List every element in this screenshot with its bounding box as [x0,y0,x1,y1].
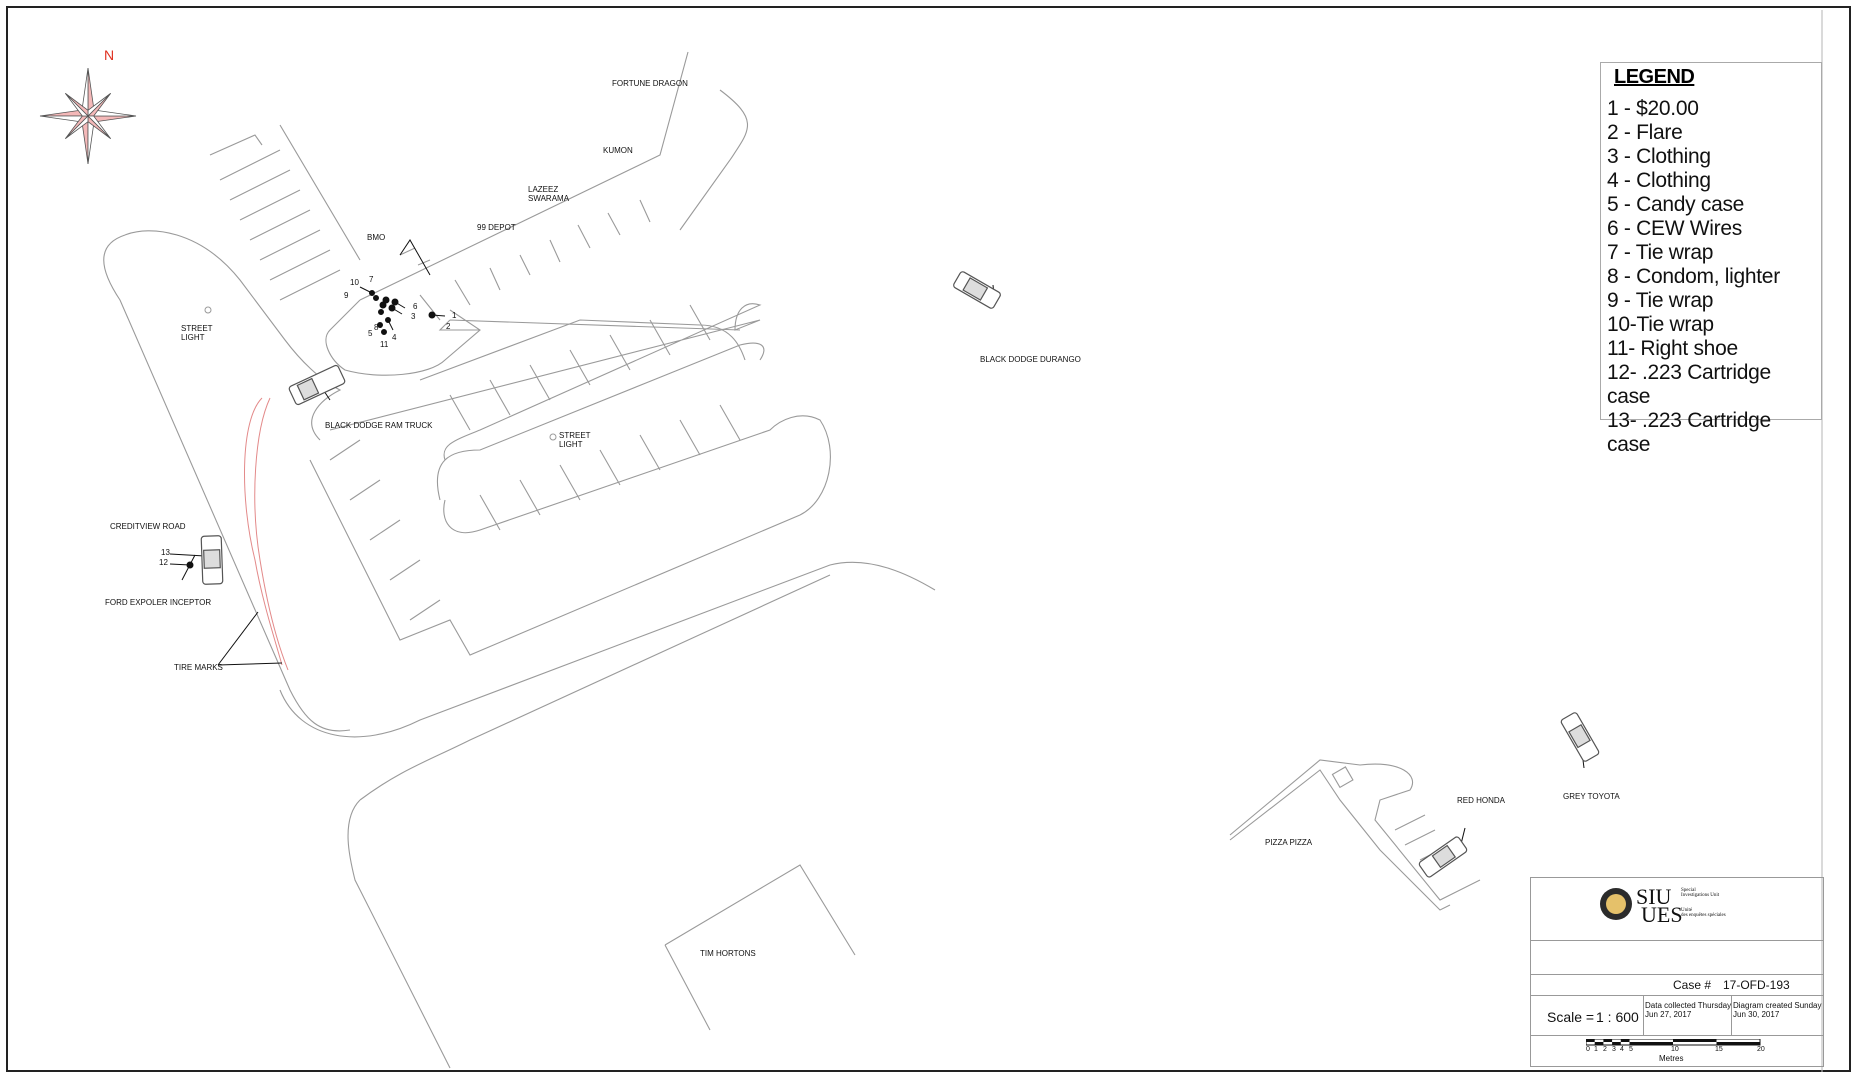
lower-road [359,574,831,801]
label-kumon: KUMON [603,146,633,155]
black-dodge-durango-shape [953,271,1001,309]
label-lazeez: LAZEEZ SWARAMA [528,185,570,203]
scalebar-unit: Metres [1659,1054,1684,1063]
evidence-number: 9 [344,291,349,300]
scalebar-tick: 4 [1620,1046,1624,1053]
creditview-road-edge-left [103,234,351,732]
label-red-honda: RED HONDA [1457,796,1506,805]
evidence-number: 6 [413,302,418,311]
legend-item: 7 - Tie wrap [1607,241,1714,264]
legend-item: 12- .223 Cartridge case [1607,361,1771,408]
legend-item: 9 - Tie wrap [1607,289,1714,312]
strip-mall-outline [209,51,748,301]
tb-divider [1643,995,1644,1035]
evidence-number: 1 [452,311,457,320]
label-black-dodge-ram: BLACK DODGE RAM TRUCK [325,421,433,430]
pizza-pizza-outline [1229,759,1481,911]
scalebar-tick: 1 [1594,1046,1598,1053]
tire-mark-2 [254,397,289,671]
label-99-depot: 99 DEPOT [477,223,516,232]
logo-siu: SIU [1636,884,1672,909]
siu-seal-icon [1600,888,1632,920]
label-tire-marks: TIRE MARKS [174,663,223,672]
label-black-dodge-durango: BLACK DODGE DURANGO [980,355,1081,364]
evidence-number: 3 [411,312,416,321]
evidence-number: 12 [159,558,168,567]
label-pizza-pizza: PIZZA PIZZA [1265,838,1313,847]
title-block: SIU UES Special Investigations Unit Unit… [1530,877,1824,1067]
black-dodge-ram-shape [288,364,346,406]
scalebar-tick: 2 [1603,1046,1607,1053]
road-curve-bottom [279,561,936,738]
legend-item: 3 - Clothing [1607,145,1711,168]
scalebar-tick: 0 [1586,1046,1590,1053]
label-ford-explorer: FORD EXPOLER INCEPTOR [105,598,212,607]
scalebar-tick: 15 [1715,1046,1723,1053]
grey-toyota-shape [1560,712,1600,762]
legend-item: 1 - $20.00 [1607,97,1699,120]
creditview-road-edge-right [124,230,342,441]
legend-item: 6 - CEW Wires [1607,217,1742,240]
label-grey-toyota: GREY TOYOTA [1563,792,1620,801]
legend-item: 11- Right shoe [1607,337,1738,360]
tb-divider [1531,974,1823,975]
logo-french: Unité des enquêtes spéciales [1681,908,1726,918]
diagram-frame [6,6,1851,1072]
legend-title: LEGEND [1614,66,1695,88]
case-label: Case # [1673,978,1712,992]
legend-item: 5 - Candy case [1607,193,1745,216]
tim-hortons-outline [664,864,856,1031]
evidence-number: 8 [374,323,379,332]
evidence-number: 13 [161,548,170,557]
scale-bar [1586,1039,1761,1046]
north-indicator: N [104,47,115,63]
evidence-number: 7 [369,275,374,284]
scalebar-tick: 5 [1629,1046,1633,1053]
scalebar-tick: 20 [1757,1046,1765,1053]
compass-rose [39,67,137,165]
red-honda-shape [1418,836,1468,878]
legend-item: 4 - Clothing [1607,169,1711,192]
evidence-number: 11 [380,340,389,349]
legend-item: 13- .223 Cartridge case [1607,409,1771,456]
diagram-created: Diagram created Sunday Jun 30, 2017 [1733,1001,1822,1019]
evidence-number: 2 [446,322,451,331]
logo-ues: UES [1641,902,1683,927]
ford-explorer-shape [200,535,224,585]
label-street-light: STREET LIGHT [559,431,591,449]
tb-divider [1531,940,1823,941]
case-number: 17-OFD-193 [1723,978,1790,992]
tb-divider [1531,995,1823,996]
label-fortune-dragon: FORTUNE DRAGON [612,79,688,88]
scale-value: 1 : 600 [1596,1009,1639,1025]
scale-label: Scale = [1547,1009,1595,1025]
legend-item: 10-Tie wrap [1607,313,1714,336]
label-tim-hortons: TIM HORTONS [700,949,756,958]
tb-divider [1731,995,1732,1035]
logo-english: Special Investigations Unit [1681,888,1720,898]
legend-item: 8 - Condom, lighter [1607,265,1780,288]
evidence-number: 4 [392,333,397,342]
label-bmo: BMO [367,233,386,242]
tb-divider [1531,1035,1823,1036]
evidence-number: 5 [368,329,373,338]
scalebar-tick: 3 [1612,1046,1616,1053]
label-creditview-road: CREDITVIEW ROAD [110,522,186,531]
label-street-light: STREET LIGHT [181,324,213,342]
scalebar-tick: 10 [1671,1046,1679,1053]
tire-mark-1 [244,397,283,666]
data-collected: Data collected Thursday Jun 27, 2017 [1645,1001,1732,1019]
evidence-number: 10 [350,278,359,287]
legend-item: 2 - Flare [1607,121,1683,144]
